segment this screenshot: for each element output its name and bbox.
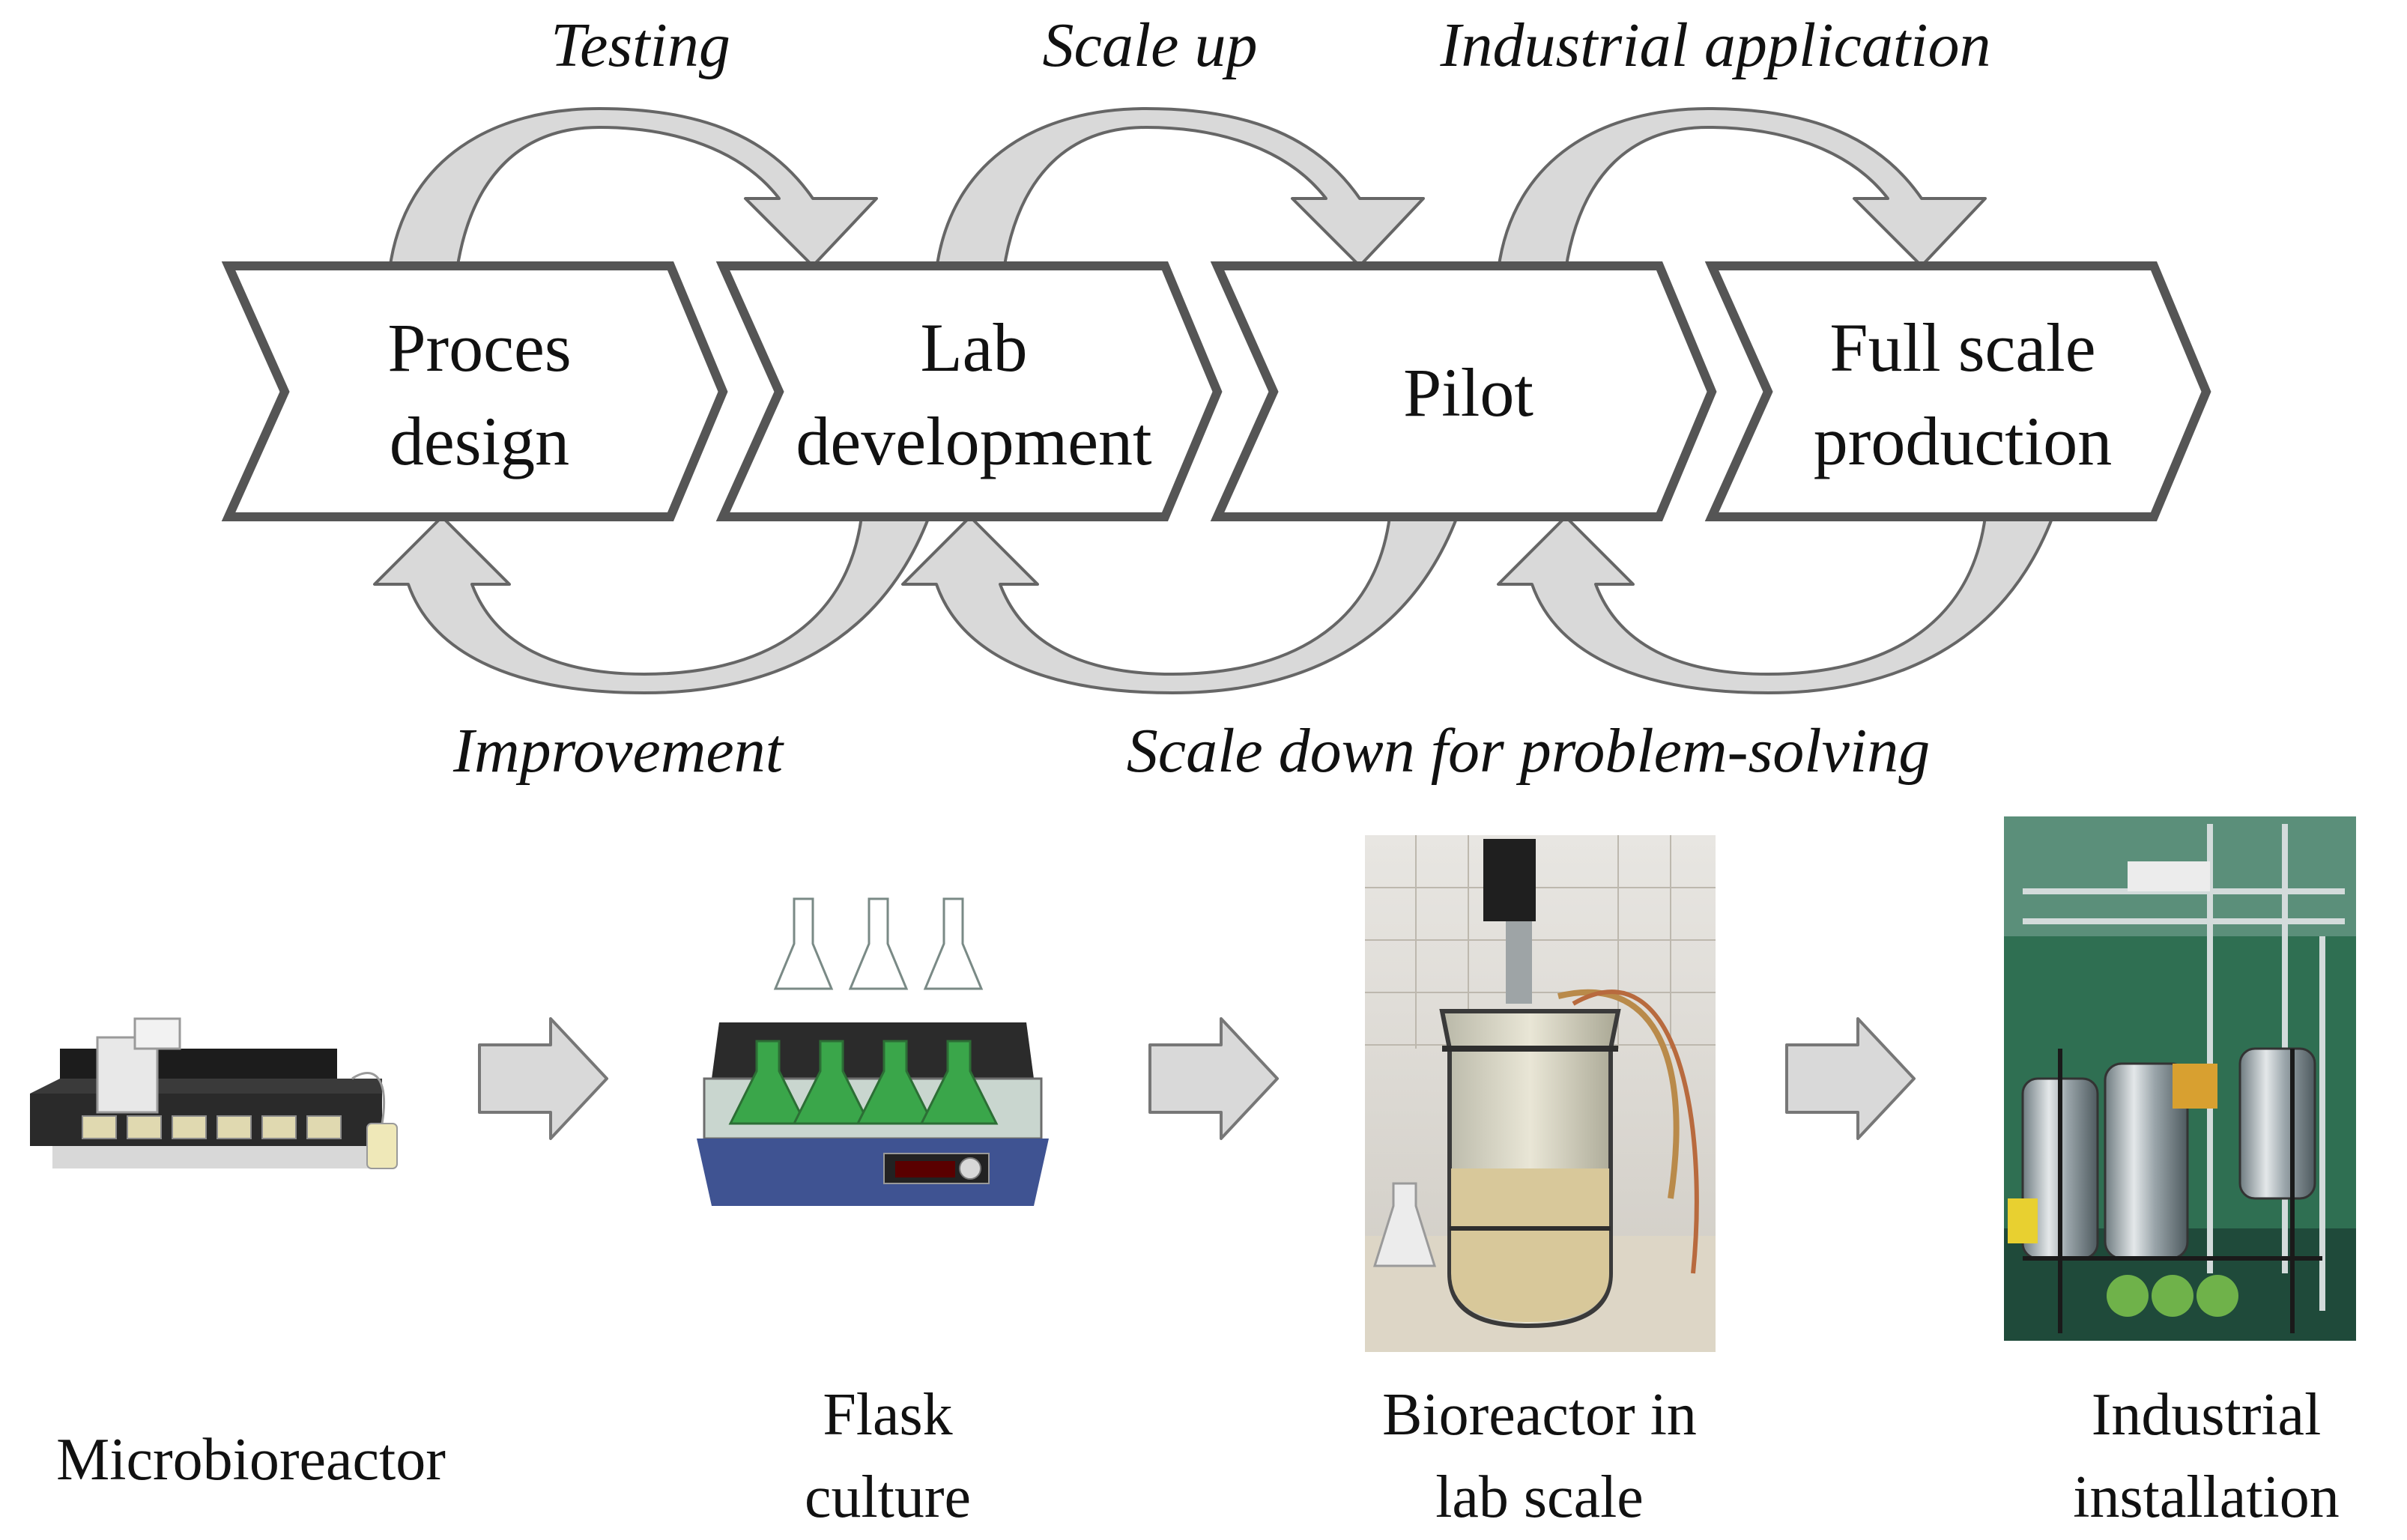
label-testing: Testing <box>551 10 730 80</box>
label-scale-up: Scale up <box>1043 10 1258 80</box>
stage-labels: Proces design Lab development Pilot Full… <box>387 309 2112 479</box>
improvement-arrow <box>373 515 930 694</box>
chevron-lab-development <box>715 261 1223 521</box>
equipment-1-line1: Microbioreactor <box>56 1427 446 1493</box>
stage-chevrons <box>221 261 2211 521</box>
stage-4-line2: production <box>1814 403 2113 479</box>
label-improvement: Improvement <box>452 716 785 786</box>
forward-labels: Testing Scale up Industrial application <box>551 10 1990 80</box>
testing-arrow <box>388 107 878 271</box>
scale-up-arrow <box>935 107 1425 271</box>
stage-2-line2: development <box>796 403 1152 479</box>
microbioreactor-image <box>30 1017 398 1169</box>
equipment-4-line2: installation <box>2073 1464 2340 1530</box>
label-industrial-application: Industrial application <box>1440 10 1991 80</box>
stage-1-line2: design <box>390 403 569 479</box>
backward-arrows <box>373 515 2054 694</box>
equipment-2-line2: culture <box>805 1464 971 1530</box>
arrow-right-icon-2 <box>1148 1017 1279 1140</box>
stage-1-line1: Proces <box>387 309 571 386</box>
bioreactor-image <box>1365 835 1716 1352</box>
stage-3-line1: Pilot <box>1403 354 1533 431</box>
equipment-2-line1: Flask <box>823 1382 952 1448</box>
industrial-application-arrow <box>1497 107 1987 271</box>
chevron-pilot <box>1210 261 1717 521</box>
industrial-installation-image <box>2004 816 2356 1341</box>
arrow-right-icon-1 <box>478 1017 608 1140</box>
stage-2-line1: Lab <box>920 309 1027 386</box>
arrow-right-icon-3 <box>1785 1017 1916 1140</box>
scale-down-arrow-1 <box>901 515 1459 694</box>
equipment-3-line1: Bioreactor in <box>1382 1382 1697 1448</box>
stage-4-line1: Full scale <box>1829 309 2095 386</box>
forward-arrows <box>388 107 1987 271</box>
equipment-arrows <box>478 1017 1916 1140</box>
chevron-proces-design <box>221 261 728 521</box>
equipment-labels: Microbioreactor Flask culture Bioreactor… <box>56 1382 2340 1530</box>
label-scale-down: Scale down for problem-solving <box>1127 716 1930 786</box>
equipment-3-line2: lab scale <box>1435 1464 1644 1530</box>
chevron-full-scale-production <box>1704 261 2211 521</box>
flask-culture-image <box>697 897 1049 1206</box>
equipment-4-line1: Industrial <box>2092 1382 2322 1448</box>
scale-down-arrow-2 <box>1497 515 2054 694</box>
backward-labels: Improvement Scale down for problem-solvi… <box>452 716 1930 786</box>
